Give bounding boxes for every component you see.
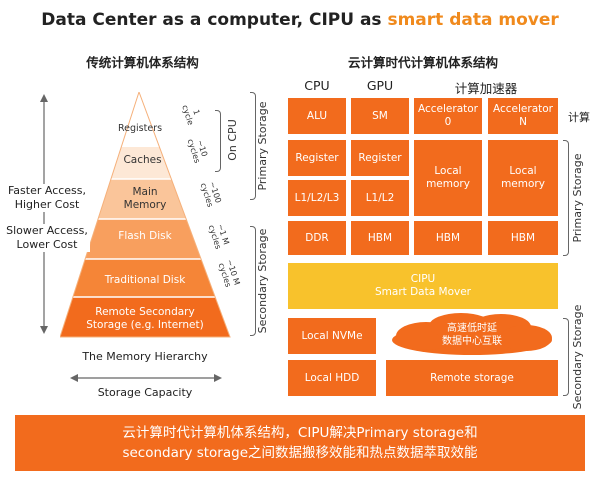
faster-access-label: Faster Access, Higher Cost <box>4 184 90 212</box>
right-heading: 云计算时代计算机体系结构 <box>347 55 498 70</box>
title-highlight: smart data mover <box>387 10 559 30</box>
block-accelerator-0: Accelerator 0 <box>414 98 482 134</box>
block-local-memory-n: Local memory <box>488 140 558 216</box>
primary-storage-brace-left <box>250 92 256 200</box>
secondary-storage-brace-left <box>250 226 256 336</box>
block-local-memory-0: Local memory <box>414 140 482 216</box>
block-accel0-hbm: HBM <box>414 221 482 255</box>
block-cipu: CIPU Smart Data Mover <box>288 263 558 309</box>
primary-storage-label-right: Primary Storage <box>571 153 584 243</box>
col-head-accelerator: 计算加速器 <box>454 81 518 96</box>
block-ddr: DDR <box>288 221 346 255</box>
block-local-nvme: Local NVMe <box>288 318 376 354</box>
block-gpu-register: Register <box>351 140 409 176</box>
block-acceln-hbm: HBM <box>488 221 558 255</box>
datacenter-interconnect-label: 高速低时延 数据中心互联 <box>442 323 502 347</box>
block-gpu-hbm: HBM <box>351 221 409 255</box>
block-gpu-cache: L1/L2 <box>351 180 409 216</box>
hierarchy-caption: The Memory Hierarchy <box>82 350 208 363</box>
tier-registers: Registers <box>117 122 163 134</box>
secondary-storage-label-left: Secondary Storage <box>256 228 269 334</box>
secondary-storage-brace-right <box>563 318 569 396</box>
tier-remote-storage: Remote Secondary Storage (e.g. Internet) <box>86 306 204 331</box>
tier-main-memory: Main Memory <box>123 186 167 211</box>
secondary-storage-label-right: Secondary Storage <box>571 304 584 410</box>
block-remote-storage: Remote storage <box>386 360 558 396</box>
primary-storage-brace-right <box>563 140 569 256</box>
page-title: Data Center as a computer, CIPU as smart… <box>41 10 559 30</box>
primary-storage-label-left: Primary Storage <box>256 101 269 191</box>
datacenter-cloud <box>392 313 552 355</box>
capacity-axis-arrow <box>70 374 222 382</box>
footer-text: 云计算时代计算机体系结构，CIPU解决Primary storage和 seco… <box>122 425 478 461</box>
compute-label: 计算 <box>568 111 590 124</box>
left-heading: 传统计算机体系结构 <box>86 55 199 70</box>
tier-caches: Caches <box>123 153 162 166</box>
col-head-gpu: GPU <box>366 78 394 93</box>
block-accelerator-n: Accelerator N <box>488 98 558 134</box>
on-cpu-label: On CPU <box>226 119 239 161</box>
block-cpu-cache: L1/L2/L3 <box>288 180 346 216</box>
access-axis-arrow <box>40 94 48 334</box>
col-head-cpu: CPU <box>304 78 330 93</box>
memory-pyramid <box>60 92 231 338</box>
capacity-label: Storage Capacity <box>97 386 193 399</box>
block-local-hdd: Local HDD <box>288 360 376 396</box>
block-sm: SM <box>351 98 409 134</box>
block-cpu-register: Register <box>288 140 346 176</box>
tier-flash-disk: Flash Disk <box>118 229 172 242</box>
footer-banner: 云计算时代计算机体系结构，CIPU解决Primary storage和 seco… <box>15 415 585 471</box>
on-cpu-brace <box>215 110 221 172</box>
slower-access-label: Slower Access, Lower Cost <box>4 224 90 252</box>
tier-traditional-disk: Traditional Disk <box>104 273 186 286</box>
block-alu: ALU <box>288 98 346 134</box>
